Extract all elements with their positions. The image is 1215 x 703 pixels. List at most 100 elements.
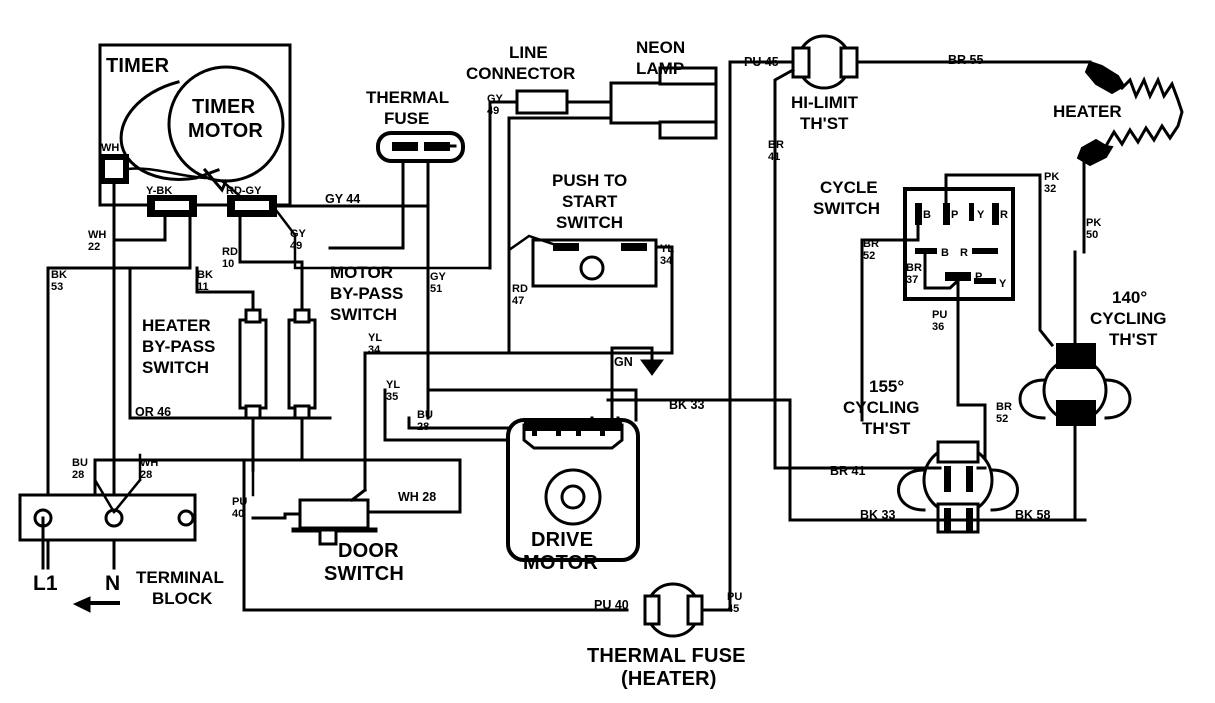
wire-br52-right — [956, 403, 987, 482]
timer-wh-contact — [99, 154, 207, 184]
hi-limit-label-1: HI-LIMIT — [791, 93, 859, 112]
cycle-terminal-r: R — [1000, 209, 1008, 221]
timer-motor-label-1: TIMER — [192, 96, 256, 118]
wire-label-bu28l-2: 28 — [72, 469, 84, 481]
push-to-start-label-1: PUSH TO — [552, 171, 627, 190]
cycling-140-label-3: TH'ST — [1109, 330, 1158, 349]
wire-label-br52l-1: BR — [863, 238, 879, 250]
timer-ybk-contact-label: Y-BK — [146, 185, 172, 197]
wire-gy49-timer — [274, 208, 492, 270]
thermal-fuse-heater-label-2: (HEATER) — [621, 668, 717, 690]
drive-motor-label-1: DRIVE — [531, 529, 593, 551]
wire-label-pu45-top: PU 45 — [744, 55, 779, 69]
wire-pu40 — [242, 458, 629, 612]
wire-network — [18, 34, 1184, 638]
wire-label-br52r-2: 52 — [996, 413, 1008, 425]
wire-label-gy51-2: 51 — [430, 283, 442, 295]
wire-wh28-door — [390, 458, 462, 514]
cycling-155-label-1: 155° — [869, 377, 904, 396]
ground-symbol — [72, 596, 120, 613]
terminal-block-label-1: TERMINAL — [136, 568, 224, 587]
wire-label-yl35-1: YL — [386, 379, 400, 391]
wire-label-pu40l-1: PU — [232, 496, 247, 508]
cycling-155-label-3: TH'ST — [862, 419, 911, 438]
wire-label-bu28l-1: BU — [72, 457, 88, 469]
line-connector-label-1: LINE — [509, 43, 548, 62]
hi-limit-label-2: TH'ST — [800, 114, 849, 133]
gn-label: GN — [614, 355, 633, 369]
wire-ybk-left — [112, 214, 167, 242]
hi-limit-thst-body — [791, 34, 859, 90]
wire-label-pu36-2: 36 — [932, 321, 944, 333]
wire-label-br52r-1: BR — [996, 401, 1012, 413]
wire-label-pu45b-1: PU — [727, 591, 742, 603]
wire-label-gy49t-1: GY — [290, 228, 307, 240]
wire-label-wh22-1: WH — [88, 229, 106, 241]
wire-label-br41-bottom: BR 41 — [830, 464, 865, 478]
cycle-contact-b: B — [941, 247, 949, 259]
wire-p-top — [944, 173, 1042, 205]
timer-rdgy-contact — [227, 195, 277, 217]
wire-label-bk11-2: 11 — [197, 281, 209, 293]
timer-motor-label-2: MOTOR — [188, 120, 263, 142]
wire-label-pk50-2: 50 — [1086, 229, 1098, 241]
heater-bypass-label-3: SWITCH — [142, 358, 209, 377]
neon-lamp-label-2: LAMP — [636, 59, 684, 78]
wire-label-br37-2: 37 — [906, 274, 918, 286]
push-to-start-label-2: START — [562, 192, 618, 211]
door-switch-label-1: DOOR — [338, 540, 399, 562]
thermal-fuse-body — [376, 131, 465, 163]
cycling-thst-140-body — [1018, 343, 1132, 426]
cycling-140-label-1: 140° — [1112, 288, 1147, 307]
door-switch-label-2: SWITCH — [324, 563, 404, 585]
wire-label-pk32-2: 32 — [1044, 183, 1056, 195]
drive-motor-label-2: MOTOR — [523, 552, 598, 574]
cycling-155-label-2: CYCLING — [843, 398, 920, 417]
wire-label-rd47-1: RD — [512, 283, 528, 295]
wire-pu45-bottom — [700, 448, 732, 612]
wire-label-gy51-1: GY — [430, 271, 447, 283]
heater-bypass-label-2: BY-PASS — [142, 337, 215, 356]
timer-ybk-contact — [147, 195, 197, 217]
wire-label-gy49f-2: 49 — [487, 105, 499, 117]
heater-bypass-element-1 — [238, 308, 268, 420]
wire-label-br41t-1: BR — [768, 139, 784, 151]
wire-label-bu28m-2: 28 — [417, 421, 429, 433]
wire-label-gy44: GY 44 — [325, 192, 360, 206]
thermal-fuse-label-2: FUSE — [384, 109, 429, 128]
line-connector-label-2: CONNECTOR — [466, 64, 575, 83]
wire-label-pu40-bottom: PU 40 — [594, 598, 629, 612]
wire-label-bk33-bottom: BK 33 — [860, 508, 895, 522]
wire-label-bu28m-1: BU — [417, 409, 433, 421]
wire-label-pu45b-2: 45 — [727, 603, 739, 615]
cycle-terminal-p: P — [951, 209, 958, 221]
wire-label-bk53-1: BK — [51, 269, 67, 281]
terminal-l1-label: L1 — [33, 572, 58, 595]
neon-lamp-label-1: NEON — [636, 38, 685, 57]
wire-label-rd10-1: RD — [222, 246, 238, 258]
wire-thermalfuse-left — [328, 159, 405, 250]
wire-bk11 — [195, 266, 255, 320]
wire-label-bk58: BK 58 — [1015, 508, 1050, 522]
wire-label-gy49f-1: GY — [487, 93, 504, 105]
wire-label-wh28l-2: 28 — [140, 469, 152, 481]
cycle-contact-p: P — [975, 271, 982, 283]
cycling-140-label-2: CYCLING — [1090, 309, 1167, 328]
heater-coil — [1076, 60, 1184, 254]
wire-label-rd47-2: 47 — [512, 295, 524, 307]
neon-lamp-body — [609, 66, 718, 140]
wire-label-br55: BR 55 — [948, 53, 983, 67]
wire-label-pu36-1: PU — [932, 309, 947, 321]
cycle-contact-r: R — [960, 247, 968, 259]
heater-label: HEATER — [1053, 102, 1122, 121]
wire-label-bk53-2: 53 — [51, 281, 63, 293]
wire-label-wh28-door: WH 28 — [398, 490, 436, 504]
wire-label-wh22-2: 22 — [88, 241, 100, 253]
wire-yl34 — [654, 245, 674, 355]
wire-br52-left — [860, 223, 920, 422]
timer-rdgy-contact-label: RD-GY — [226, 185, 262, 197]
wire-lamp-return — [507, 116, 613, 252]
wire-pk32 — [1038, 173, 1055, 348]
thermal-fuse-label-1: THERMAL — [366, 88, 449, 107]
cycle-terminal-y: Y — [977, 209, 985, 221]
